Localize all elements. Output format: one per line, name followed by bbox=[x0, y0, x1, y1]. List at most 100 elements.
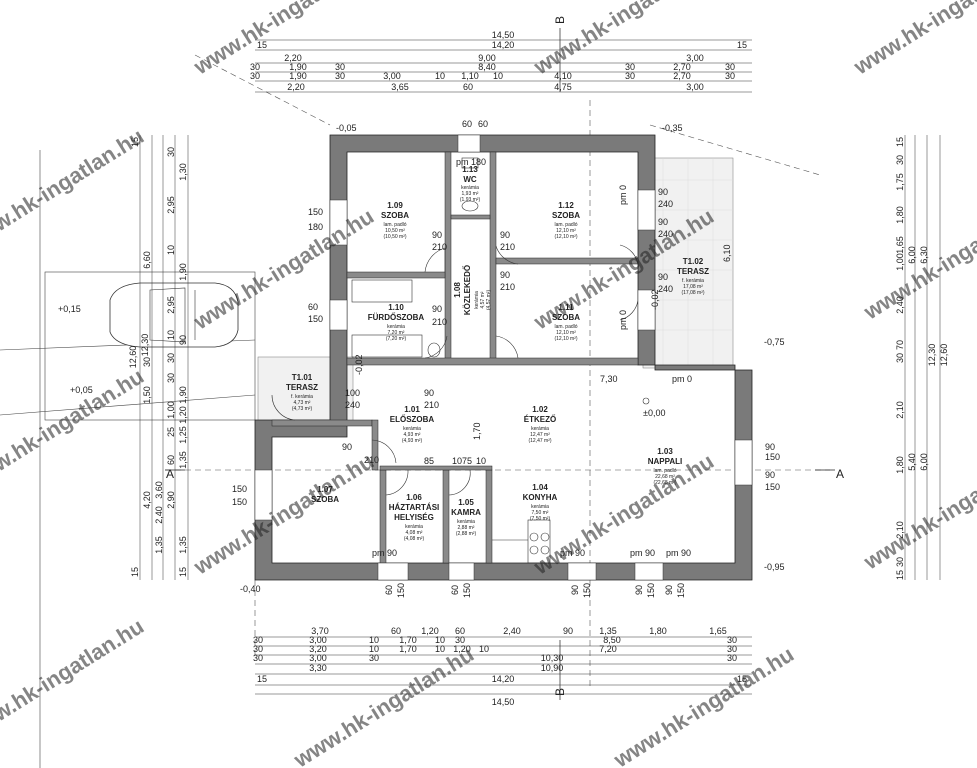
room-1-08: 1.08 KÖZLEKEDŐ kerámia 4,57 m² (4,57 m²) bbox=[453, 265, 492, 315]
svg-text:3,30: 3,30 bbox=[309, 663, 327, 673]
svg-text:4,93 m²: 4,93 m² bbox=[404, 432, 421, 438]
svg-text:60: 60 bbox=[384, 585, 394, 595]
svg-text:±0,00: ±0,00 bbox=[643, 408, 665, 418]
svg-text:pm 180: pm 180 bbox=[456, 157, 486, 167]
svg-text:12,60: 12,60 bbox=[939, 344, 949, 367]
svg-text:NAPPALI: NAPPALI bbox=[648, 457, 683, 466]
svg-text:-0,02: -0,02 bbox=[354, 354, 364, 375]
room-1-11: 1.11 SZOBA lam. padló 12,10 m² (12,10 m²… bbox=[552, 303, 580, 342]
svg-text:90: 90 bbox=[664, 585, 674, 595]
svg-text:1,20: 1,20 bbox=[453, 644, 471, 654]
svg-text:1.06: 1.06 bbox=[406, 493, 422, 502]
svg-text:240: 240 bbox=[658, 284, 673, 294]
svg-text:1,10: 1,10 bbox=[461, 71, 479, 81]
svg-text:lam. padló: lam. padló bbox=[554, 222, 577, 228]
watermark: www.hk-ingatlan.hu bbox=[859, 443, 977, 574]
svg-text:150: 150 bbox=[582, 583, 592, 598]
svg-text:7,20 m²: 7,20 m² bbox=[388, 330, 405, 336]
right-dimensions: 15 30 1,75 1,80 1,65 1,00 6,00 6,30 2,40… bbox=[895, 137, 949, 580]
svg-text:30: 30 bbox=[625, 62, 635, 72]
svg-text:pm 90: pm 90 bbox=[372, 548, 397, 558]
svg-text:150: 150 bbox=[676, 583, 686, 598]
svg-text:lam. padló: lam. padló bbox=[383, 222, 406, 228]
svg-text:100: 100 bbox=[345, 388, 360, 398]
svg-text:3,00: 3,00 bbox=[686, 53, 704, 63]
svg-text:1.01: 1.01 bbox=[404, 405, 420, 414]
room-1-10: 1.10 FÜRDŐSZOBA kerámia 7,20 m² (7,20 m²… bbox=[368, 303, 425, 342]
svg-text:(12,10 m²): (12,10 m²) bbox=[554, 336, 577, 342]
svg-text:1,75: 1,75 bbox=[895, 173, 905, 191]
svg-text:1,90: 1,90 bbox=[289, 62, 307, 72]
watermark: www.hk-ingatlan.hu bbox=[189, 448, 379, 579]
terrace-t1-02: T1.02 TERASZ f. kerámia 17,08 m² (17,08 … bbox=[677, 257, 709, 296]
room-1-12: 1.12 SZOBA lam. padló 12,10 m² (12,10 m²… bbox=[552, 201, 580, 240]
svg-text:f. kerámia: f. kerámia bbox=[682, 278, 704, 284]
svg-text:(10,50 m²): (10,50 m²) bbox=[383, 234, 406, 240]
svg-text:210: 210 bbox=[424, 400, 439, 410]
bottom-dimensions: 3,70 60 1,20 60 2,40 90 1,35 1,80 1,65 3… bbox=[253, 626, 747, 707]
section-mark-b-top: B bbox=[553, 16, 567, 24]
svg-text:240: 240 bbox=[658, 229, 673, 239]
watermark: www.hk-ingatlan.hu bbox=[859, 193, 977, 324]
svg-text:1,35: 1,35 bbox=[599, 626, 617, 636]
svg-text:10: 10 bbox=[493, 71, 503, 81]
svg-text:30: 30 bbox=[142, 357, 152, 367]
svg-text:10: 10 bbox=[435, 644, 445, 654]
svg-text:15: 15 bbox=[257, 40, 267, 50]
svg-text:60: 60 bbox=[462, 119, 472, 129]
svg-text:2,10: 2,10 bbox=[895, 401, 905, 419]
interior-walls bbox=[271, 151, 639, 564]
svg-text:1,25: 1,25 bbox=[178, 426, 188, 444]
watermark: www.hk-ingatlan.hu bbox=[0, 123, 148, 254]
svg-text:15: 15 bbox=[737, 40, 747, 50]
svg-text:15: 15 bbox=[737, 674, 747, 684]
svg-text:1,35: 1,35 bbox=[178, 451, 188, 469]
svg-text:-0,35: -0,35 bbox=[662, 123, 683, 133]
svg-text:1,80: 1,80 bbox=[895, 456, 905, 474]
svg-text:+0,05: +0,05 bbox=[70, 385, 93, 395]
svg-text:8,50: 8,50 bbox=[603, 635, 621, 645]
svg-text:30: 30 bbox=[895, 557, 905, 567]
svg-text:10: 10 bbox=[452, 456, 462, 466]
svg-text:14,50: 14,50 bbox=[492, 30, 515, 40]
svg-text:7,20: 7,20 bbox=[599, 644, 617, 654]
svg-text:FÜRDŐSZOBA: FÜRDŐSZOBA bbox=[368, 313, 425, 322]
svg-text:(4,08 m²): (4,08 m²) bbox=[404, 536, 425, 542]
svg-text:10,90: 10,90 bbox=[541, 663, 564, 673]
svg-text:ELŐSZOBA: ELŐSZOBA bbox=[390, 415, 435, 424]
svg-text:30: 30 bbox=[725, 62, 735, 72]
svg-text:(4,93 m²): (4,93 m²) bbox=[402, 438, 423, 444]
svg-text:2,95: 2,95 bbox=[166, 196, 176, 214]
door-swings bbox=[271, 244, 639, 496]
svg-text:1,30: 1,30 bbox=[178, 163, 188, 181]
svg-text:1.13: 1.13 bbox=[462, 165, 478, 174]
svg-text:85: 85 bbox=[424, 456, 434, 466]
svg-text:60: 60 bbox=[455, 626, 465, 636]
svg-text:(4,57 m²): (4,57 m²) bbox=[486, 290, 492, 311]
svg-text:1.09: 1.09 bbox=[387, 201, 403, 210]
svg-text:TERASZ: TERASZ bbox=[677, 267, 709, 276]
svg-text:90: 90 bbox=[424, 388, 434, 398]
svg-text:lam. padló: lam. padló bbox=[653, 468, 676, 474]
svg-text:12,10 m²: 12,10 m² bbox=[556, 228, 576, 234]
svg-text:1,80: 1,80 bbox=[649, 626, 667, 636]
svg-text:30: 30 bbox=[727, 635, 737, 645]
svg-text:-0,05: -0,05 bbox=[336, 123, 357, 133]
svg-text:90: 90 bbox=[570, 585, 580, 595]
svg-text:(7,50 m²): (7,50 m²) bbox=[530, 516, 551, 522]
terrace-t1-01: T1.01 TERASZ f. kerámia 4,73 m² (4,73 m²… bbox=[286, 373, 318, 412]
svg-text:1,70: 1,70 bbox=[472, 422, 482, 440]
svg-text:12,10 m²: 12,10 m² bbox=[556, 330, 576, 336]
svg-text:1,80: 1,80 bbox=[895, 206, 905, 224]
svg-text:1,70: 1,70 bbox=[399, 644, 417, 654]
svg-text:kerámia: kerámia bbox=[405, 524, 423, 530]
svg-text:90: 90 bbox=[765, 442, 775, 452]
svg-text:SZOBA: SZOBA bbox=[311, 495, 339, 504]
svg-text:90: 90 bbox=[658, 217, 668, 227]
svg-text:90: 90 bbox=[634, 585, 644, 595]
svg-text:90: 90 bbox=[342, 442, 352, 452]
svg-text:10: 10 bbox=[166, 330, 176, 340]
svg-text:30: 30 bbox=[250, 71, 260, 81]
svg-text:SZOBA: SZOBA bbox=[381, 211, 409, 220]
svg-text:30: 30 bbox=[253, 644, 263, 654]
